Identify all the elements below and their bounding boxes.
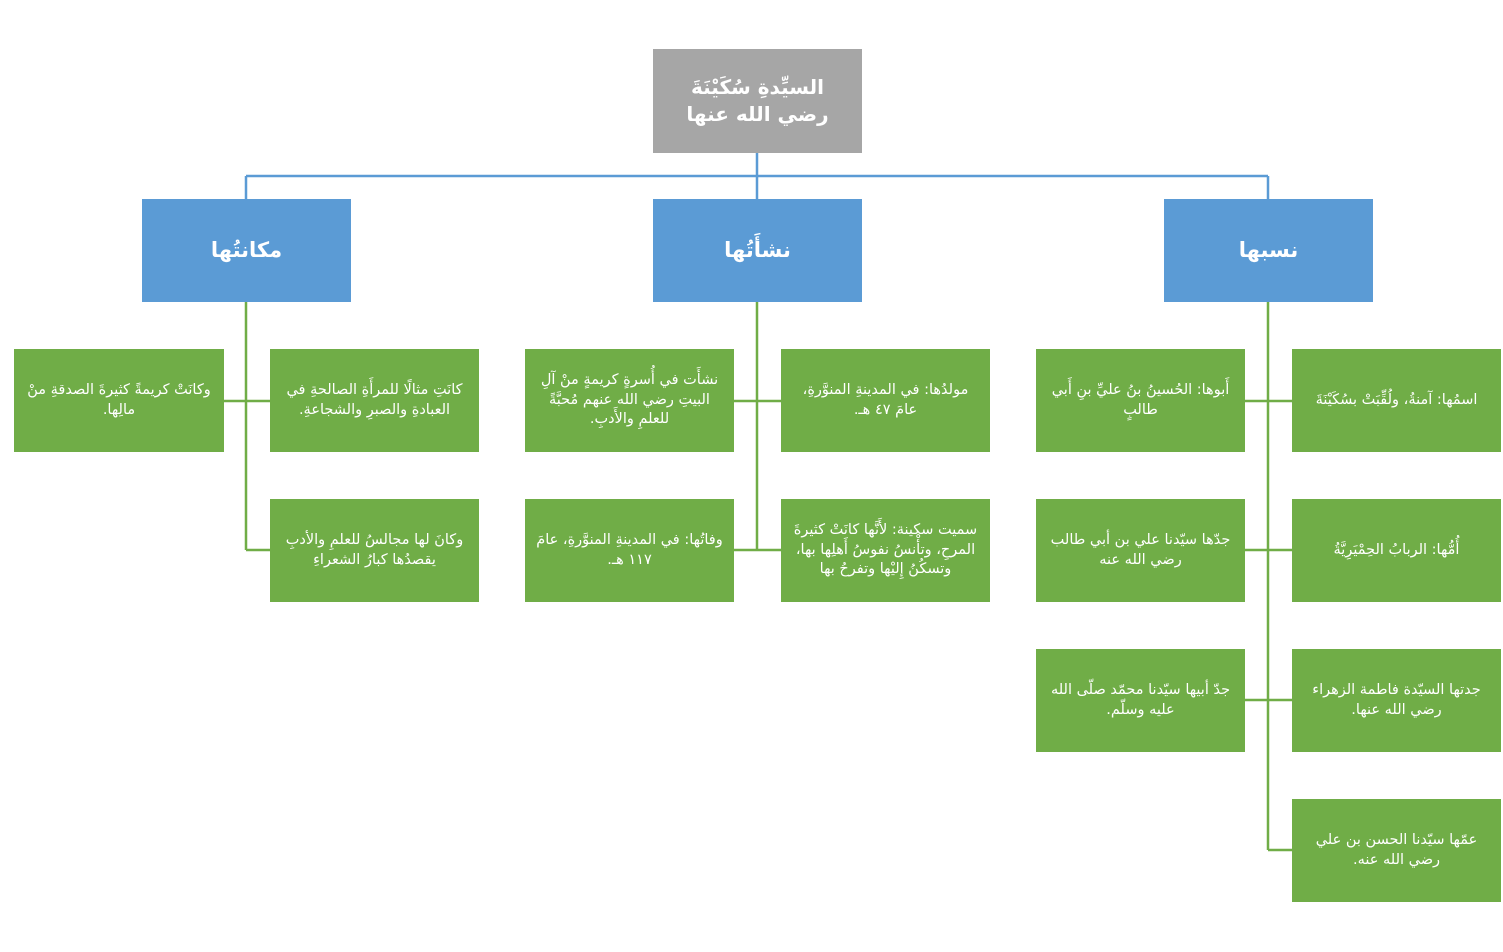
branch-nashaa: نشأَتُها: [653, 199, 862, 302]
leaf-nasab-mother: أُمُّها: الربابُ الحِمْيَرِيَّةُ: [1292, 499, 1501, 602]
leaf-nasab-grandmother: جدتها السيّدة فاطمة الزهراء رضي الله عنه…: [1292, 649, 1501, 752]
leaf-nashaa-naming: سميت سكينة: لأَنَّها كانَتْ كثيرةَ المرح…: [781, 499, 990, 602]
leaf-makana-generosity: وكانَتْ كريمةً كثيرةَ الصدقةِ منْ مالِها…: [14, 349, 224, 452]
leaf-nasab-grandfather: جدّها سيّدنا علي بن أبي طالب رضي الله عن…: [1036, 499, 1245, 602]
root-connectors: [244, 153, 1270, 199]
branch-nasab: نسبها: [1164, 199, 1373, 302]
root-node: السيِّدةِ سُكَيْنَةَ رضي الله عنها: [653, 49, 862, 153]
leaf-nashaa-birth: مولدُها: في المدينةِ المنوَّرةِ، عامَ ٤٧…: [781, 349, 990, 452]
leaf-makana-example: كانَتِ مثالًا للمرأَةِ الصالحةِ في العبا…: [270, 349, 479, 452]
leaf-connectors: [224, 302, 1292, 852]
branch-makana: مكانتُها: [142, 199, 351, 302]
leaf-nashaa-death: وفاتُها: في المدينةِ المنوَّرةِ، عامَ ١١…: [525, 499, 734, 602]
leaf-nasab-father: أَبوها: الحُسينُ بنُ عليِّ بنِ أَبي طالب…: [1036, 349, 1245, 452]
leaf-nasab-great-grandfather: جدّ أبيها سيّدنا محمّد صلّى الله عليه وس…: [1036, 649, 1245, 752]
leaf-makana-gatherings: وكانَ لها مجالسُ للعلمِ والأدبِ يقصدُها …: [270, 499, 479, 602]
leaf-nashaa-upbringing: نشأَت في أُسرةٍ كريمةٍ منْ آلِ البيتِ رض…: [525, 349, 734, 452]
leaf-nasab-name: اسمُها: آمنةُ، ولُقِّبَتْ بسُكَيْنَةَ: [1292, 349, 1501, 452]
leaf-nasab-uncle: عمّها سيّدنا الحسن بن علي رضي الله عنه.: [1292, 799, 1501, 902]
